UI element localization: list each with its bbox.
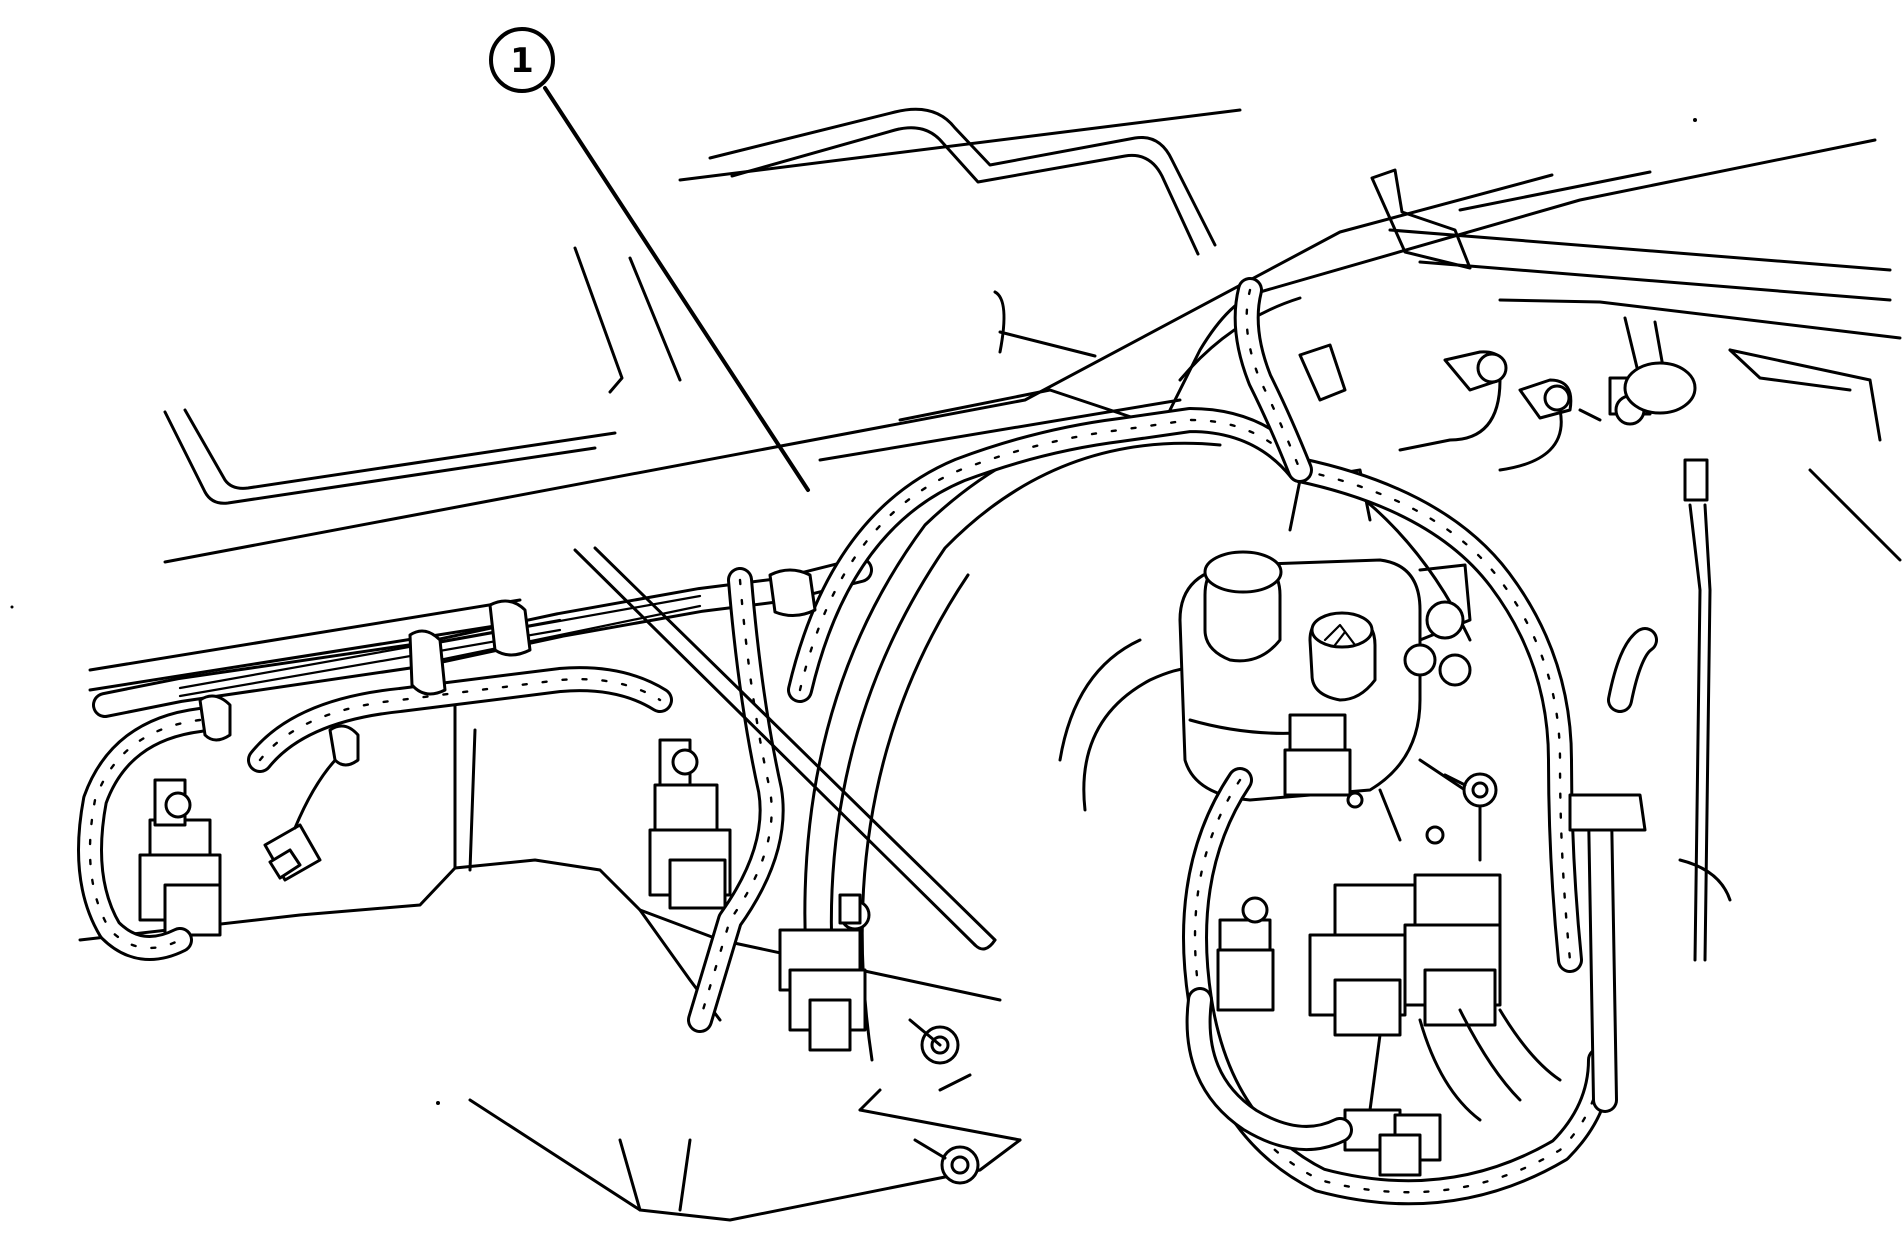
callout-1-label: 1 [510,41,534,81]
callout-1: 1 [489,27,810,492]
ground-terminals [908,350,1732,1185]
master-cylinder [1178,468,1482,862]
relay-mid-left [648,738,732,910]
diagonal-rod [573,546,997,951]
callout-1-circle [489,27,555,93]
connector-bottom [1343,1108,1442,1177]
relay-center [778,893,871,1052]
relay-pair-bottom [1308,873,1502,1037]
connector-plug-left [263,753,342,882]
relay-left [138,778,222,937]
relays [138,713,1502,1177]
relay-booster [1283,713,1352,797]
harness-clamps [198,343,1647,832]
relay-booster-left [1216,896,1275,1012]
